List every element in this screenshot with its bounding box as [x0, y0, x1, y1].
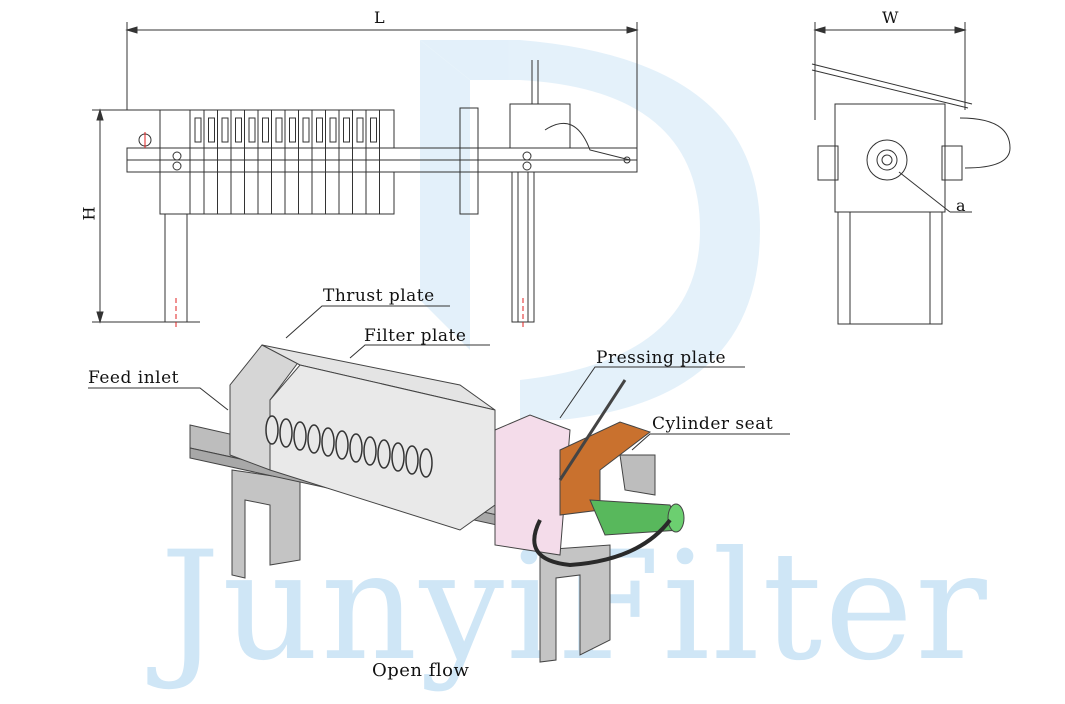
dimension-length-label: L — [374, 8, 385, 27]
leader-lines — [88, 305, 790, 451]
iso-plate-handle — [377, 439, 391, 469]
iso-plate-handle — [293, 421, 307, 451]
plate-handle — [302, 117, 310, 143]
iso-plate-handle — [279, 418, 293, 448]
callout-pressing-plate: Pressing plate — [596, 348, 727, 368]
front-view-plate-divisions — [194, 110, 380, 214]
iso-plate-handle — [321, 427, 335, 457]
callout-feed-inlet: Feed inlet — [88, 368, 179, 388]
plate-handle — [235, 117, 242, 143]
side-view — [811, 22, 1011, 325]
callout-filter-plate: Filter plate — [364, 326, 467, 346]
plate-handle — [370, 117, 377, 143]
front-view-markers — [144, 132, 524, 330]
plate-handle — [356, 117, 364, 143]
plate-handle — [208, 117, 215, 143]
iso-plate-handle — [335, 430, 349, 460]
plate-handle — [275, 117, 283, 143]
plate-handle — [289, 117, 296, 143]
callout-cylinder-seat: Cylinder seat — [652, 414, 774, 434]
plate-handle — [343, 117, 350, 143]
plate-handle — [262, 117, 269, 143]
plate-handle — [194, 117, 202, 143]
callout-thrust-plate: Thrust plate — [323, 286, 435, 306]
iso-plate-handle — [391, 442, 405, 472]
watermark-logo — [420, 40, 760, 420]
iso-plate-handles — [265, 415, 433, 478]
dimension-width-label: W — [882, 8, 899, 27]
port-a-label: a — [956, 196, 966, 215]
iso-plate-handle — [405, 445, 419, 475]
iso-plate-handle — [363, 436, 377, 466]
plate-handle — [316, 117, 323, 143]
iso-plate-handle — [265, 415, 279, 445]
iso-plate-handle — [419, 448, 433, 478]
plate-handle — [329, 117, 337, 143]
plate-handle — [248, 117, 256, 143]
dimension-height-label: H — [79, 206, 99, 221]
caption: Open flow — [372, 660, 470, 681]
iso-plate-handle — [307, 424, 321, 454]
front-view — [92, 22, 639, 324]
plate-handle — [221, 117, 229, 143]
iso-plate-handle — [349, 433, 363, 463]
